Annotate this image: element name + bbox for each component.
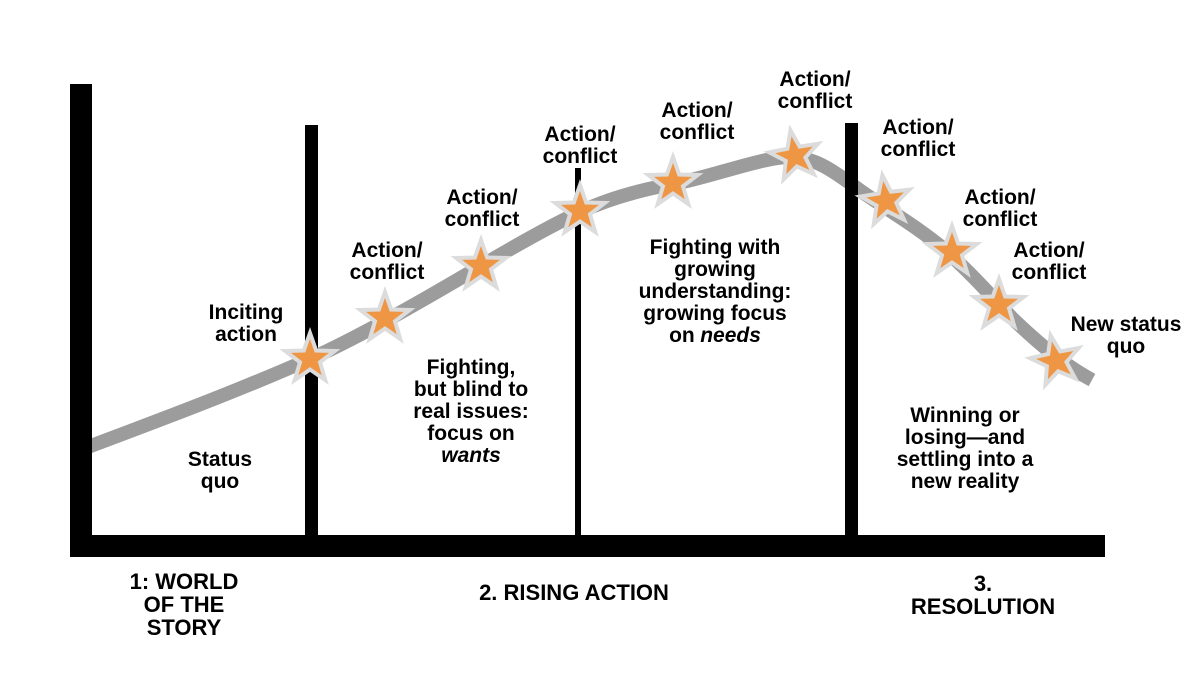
label-fighting-needs: Fighting with growing understanding: gro… <box>638 236 792 347</box>
label-action-conflict-7: Action/ conflict <box>962 186 1038 231</box>
label-action-conflict-3: Action/ conflict <box>542 123 618 168</box>
divider-act2-act3 <box>845 123 858 557</box>
label-action-conflict-1: Action/ conflict <box>349 239 425 284</box>
phase-label-world-of-story: 1: WORLD OF THE STORY <box>129 569 239 640</box>
phase-label-resolution: 3. RESOLUTION <box>910 571 1056 619</box>
star-icon <box>855 169 916 228</box>
label-inciting-action: Inciting action <box>208 301 284 346</box>
phase-label-rising-action: 2. RISING ACTION <box>479 580 669 605</box>
label-action-conflict-2: Action/ conflict <box>444 186 520 231</box>
label-action-conflict-6: Action/ conflict <box>880 116 956 161</box>
midpoint-line <box>575 168 581 535</box>
label-new-status-quo: New status quo <box>1070 313 1182 358</box>
label-status-quo: Status quo <box>187 448 253 493</box>
star-icon <box>646 155 700 207</box>
y-axis <box>70 84 92 557</box>
label-action-conflict-4: Action/ conflict <box>659 99 735 144</box>
label-winning-losing: Winning or losing—and settling into a ne… <box>896 404 1034 493</box>
x-axis <box>70 535 1105 557</box>
label-action-conflict-5: Action/ conflict <box>777 68 853 113</box>
label-fighting-wants: Fighting, but blind to real issues: focu… <box>413 356 529 467</box>
label-action-conflict-8: Action/ conflict <box>1011 239 1087 284</box>
star-icon <box>764 124 826 184</box>
